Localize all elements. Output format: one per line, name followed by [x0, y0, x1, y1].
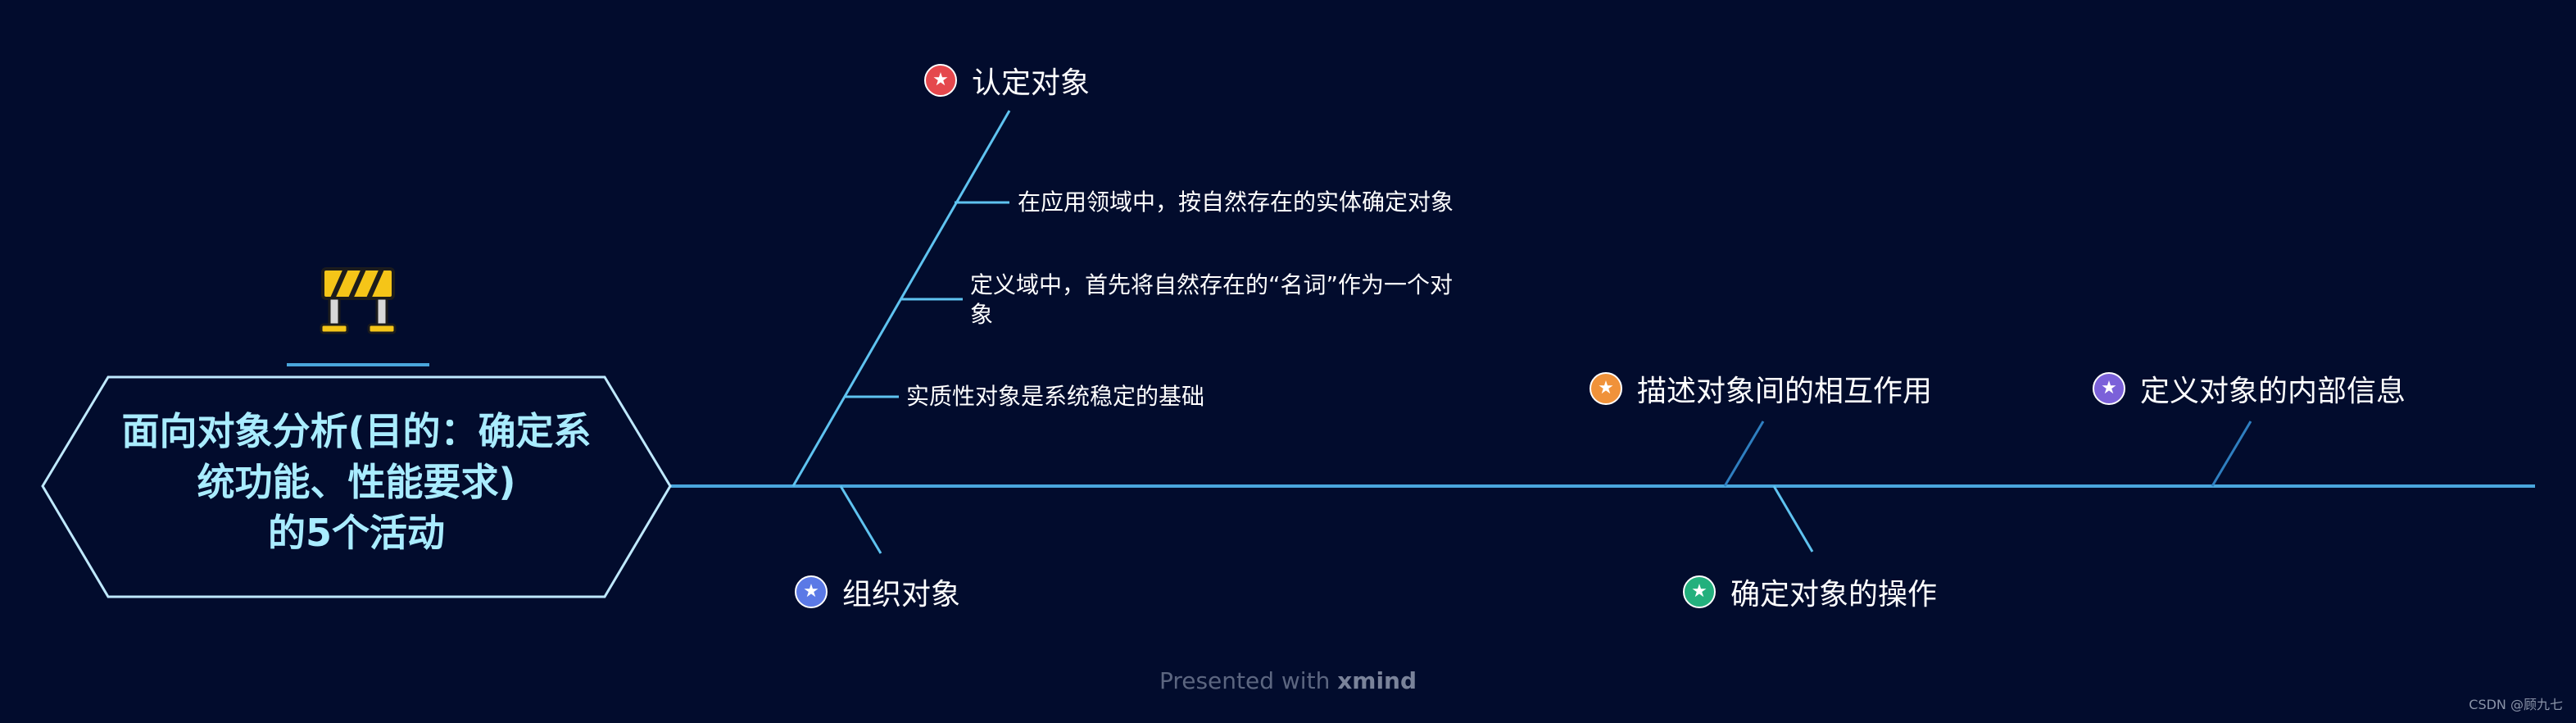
topic-define-internal-info[interactable]: ★ 定义对象的内部信息 — [2093, 367, 2406, 410]
central-title-line-1: 面向对象分析(目的：确定系 — [121, 409, 592, 453]
central-title-line-2: 统功能、性能要求) — [197, 460, 516, 504]
star-icon: ★ — [1590, 372, 1622, 405]
subtopic-text: 定义域中，首先将自然存在的“名词”作为一个对象 — [970, 271, 1454, 328]
topic-label: 组织对象 — [842, 578, 961, 612]
topic-identify-objects[interactable]: ★ 认定对象 — [924, 59, 1090, 102]
topic-label: 描述对象间的相互作用 — [1637, 375, 1933, 408]
subtopic-text: 在应用领域中，按自然存在的实体确定对象 — [1018, 189, 1454, 216]
topic-label: 认定对象 — [972, 66, 1091, 100]
central-title-line-3: 的5个活动 — [267, 511, 445, 555]
branch-line-organize — [839, 485, 882, 554]
topic-label: 定义对象的内部信息 — [2140, 375, 2406, 408]
footer-prefix: Presented with — [1159, 667, 1331, 694]
central-topic-shape[interactable] — [41, 375, 672, 598]
subtopic-text: 实质性对象是系统稳定的基础 — [906, 383, 1205, 410]
subtopic-identify-2[interactable]: 定义域中，首先将自然存在的“名词”作为一个对象 — [970, 271, 1462, 330]
star-icon: ★ — [924, 64, 957, 97]
branch-line-operations — [1772, 485, 1814, 552]
branch-line-internal — [2211, 421, 2252, 487]
topic-describe-interactions[interactable]: ★ 描述对象间的相互作用 — [1590, 367, 1932, 410]
topic-label: 确定对象的操作 — [1730, 578, 1938, 612]
star-icon: ★ — [2093, 372, 2125, 405]
subtopic-identify-1[interactable]: 在应用领域中，按自然存在的实体确定对象 — [1018, 188, 1454, 217]
star-icon: ★ — [795, 575, 828, 608]
topic-organize-objects[interactable]: ★ 组织对象 — [795, 571, 960, 613]
roadblock-icon — [320, 267, 397, 334]
xmind-logo-text: xmind — [1337, 667, 1417, 694]
central-topic-title[interactable]: 面向对象分析(目的：确定系 统功能、性能要求) 的5个活动 — [82, 406, 631, 558]
watermark: CSDN @顾九七 — [2469, 697, 2563, 712]
topic-determine-operations[interactable]: ★ 确定对象的操作 — [1683, 571, 1937, 613]
subtopic-identify-3[interactable]: 实质性对象是系统稳定的基础 — [906, 382, 1204, 412]
star-icon: ★ — [1683, 575, 1716, 608]
presented-with-footer: Presented with xmind — [0, 667, 2576, 694]
branch-line-describe — [1723, 421, 1765, 487]
